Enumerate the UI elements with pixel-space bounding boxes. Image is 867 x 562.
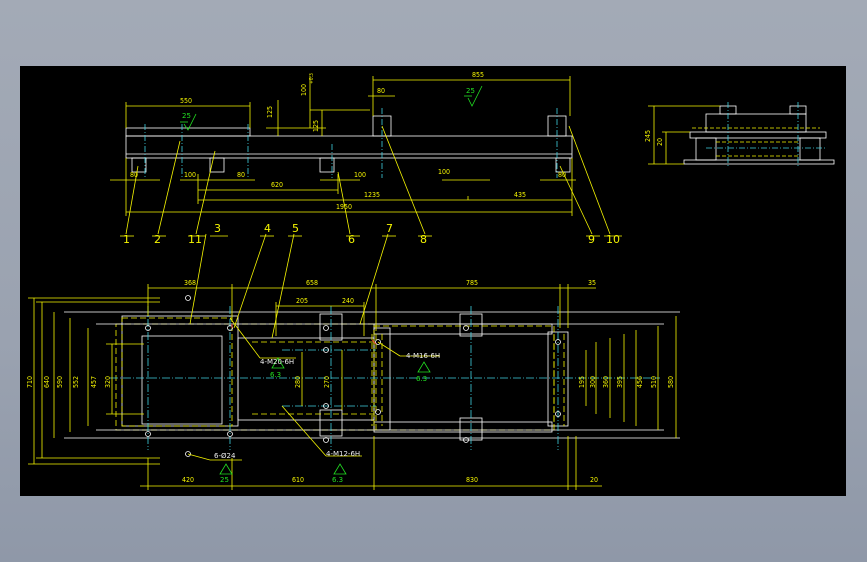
dim-658: 658: [306, 279, 318, 287]
cad-drawing-canvas: 550 125 100 +0.3 125 855 80 80 100 80 62…: [20, 66, 846, 496]
dim-456: 456: [636, 376, 644, 388]
dim-580: 580: [667, 376, 675, 388]
dim-435: 435: [514, 191, 526, 199]
dim-100-b: 100: [354, 171, 366, 179]
dim-20-bottom: 20: [590, 476, 598, 484]
dim-80-b: 80: [237, 171, 245, 179]
thread-note-m12: 4-M12-6H: [326, 450, 360, 458]
dim-1950: 1950: [336, 203, 352, 211]
part-number-3: 3: [214, 222, 221, 235]
dim-80-top: 80: [377, 87, 385, 95]
dim-552: 552: [72, 376, 80, 388]
part-number-7: 7: [386, 222, 393, 235]
left-platform: [121, 315, 239, 427]
dim-300: 300: [589, 376, 597, 388]
dim-457: 457: [90, 376, 98, 388]
dim-368: 368: [184, 279, 196, 287]
part-number-6: 6: [348, 233, 355, 246]
dim-1235: 1235: [364, 191, 380, 199]
plan-view: [28, 233, 680, 490]
dim-710: 710: [26, 376, 34, 388]
roughness-6-3-b: 6.3: [416, 375, 427, 383]
thread-note-m16: 4-M16-6H: [406, 352, 440, 360]
dim-100-c: 100: [438, 168, 450, 176]
dim-610: 610: [292, 476, 304, 484]
dim-320: 320: [104, 376, 112, 388]
dim-205: 205: [296, 297, 308, 305]
part-number-9: 9: [588, 233, 595, 246]
part-number-8: 8: [420, 233, 427, 246]
part-numbers: 1 2 11 3 4 5 6 7 8 9 10: [123, 222, 620, 246]
part-number-4: 4: [264, 222, 271, 235]
dim-100-a: 100: [184, 171, 196, 179]
dim-270: 270: [323, 376, 331, 388]
cad-drawing: 550 125 100 +0.3 125 855 80 80 100 80 62…: [26, 71, 835, 490]
roughness-25-a: 25: [182, 112, 191, 120]
dim-245: 245: [644, 130, 652, 142]
dim-125-b: 125: [312, 120, 320, 132]
thread-note-m20: 4-M20-6H: [260, 358, 294, 366]
dim-tolerance: +0.3: [309, 73, 315, 84]
dim-510: 510: [650, 376, 658, 388]
dim-640: 640: [43, 376, 51, 388]
plan-view-notes: 4-M20-6H 4-M16-6H 4-M12-6H 6-Ø24 6.3 6.3…: [214, 352, 440, 484]
dim-360: 360: [602, 376, 610, 388]
dim-830: 830: [466, 476, 478, 484]
top-plate-left: [125, 127, 251, 137]
dim-420: 420: [182, 476, 194, 484]
dim-620: 620: [271, 181, 283, 189]
dim-80-left: 80: [130, 171, 138, 179]
part-number-2: 2: [154, 233, 161, 246]
dim-240: 240: [342, 297, 354, 305]
roughness-6-3-a: 6.3: [270, 371, 281, 379]
roughness-6-3-c: 6.3: [332, 476, 343, 484]
part-number-1: 1: [123, 233, 130, 246]
dim-590: 590: [56, 376, 64, 388]
part-number-5: 5: [292, 222, 299, 235]
roughness-25-c: 25: [220, 476, 229, 484]
dim-550: 550: [180, 97, 192, 105]
dim-100: 100: [300, 84, 308, 96]
dim-35: 35: [588, 279, 596, 287]
part-number-10: 10: [606, 233, 620, 246]
beam-body: [125, 135, 573, 159]
front-view-dimensions: 550 125 100 +0.3 125 855 80 80 100 80 62…: [130, 71, 566, 211]
dim-395: 395: [616, 376, 624, 388]
plan-view-dimensions: 368 658 785 35 205 240 710 640 590 552 4…: [26, 279, 675, 484]
dim-785: 785: [466, 279, 478, 287]
part-number-11: 11: [188, 233, 202, 246]
roughness-25-b: 25: [466, 87, 475, 95]
dim-125-a: 125: [266, 106, 274, 118]
side-view-dimensions: 245 20: [644, 130, 664, 146]
side-view: [648, 102, 835, 166]
dim-20: 20: [656, 138, 664, 146]
hole-note: 6-Ø24: [214, 452, 236, 460]
dim-280: 280: [294, 376, 302, 388]
dim-855: 855: [472, 71, 484, 79]
front-view: [110, 76, 622, 237]
dim-195: 195: [578, 376, 586, 388]
dim-80-right: 80: [558, 171, 566, 179]
